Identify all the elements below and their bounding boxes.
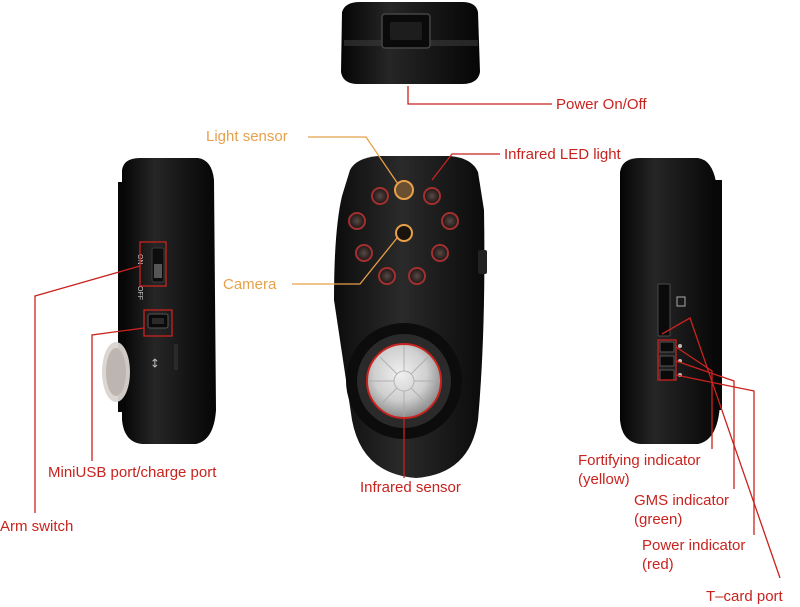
light-sensor-lens xyxy=(394,180,414,200)
gms-indicator-led xyxy=(659,355,675,367)
camera-lens xyxy=(395,224,413,242)
front-view-device xyxy=(334,156,487,478)
label-gms-indicator: GMS indicator xyxy=(634,492,730,509)
label-arm-switch: Arm switch xyxy=(0,518,74,535)
switch-off-mark: OFF xyxy=(136,286,143,300)
tcard-slot xyxy=(657,283,671,337)
label-gms-indicator-color: (green) xyxy=(634,511,683,528)
label-infrared-sensor: Infrared sensor xyxy=(360,479,461,496)
svg-text:↔: ↔ xyxy=(148,358,162,368)
label-power-indicator-color: (red) xyxy=(642,556,674,573)
fortifying-indicator-led xyxy=(659,341,675,353)
label-fortifying-indicator: Fortifying indicator xyxy=(578,452,701,469)
led-ring xyxy=(348,187,459,285)
callout-lines-red xyxy=(34,86,781,579)
svg-text:OFF: OFF xyxy=(136,286,143,300)
label-miniusb-port: MiniUSB port/charge port xyxy=(48,464,217,481)
power-indicator-led xyxy=(659,369,675,381)
label-power-on-off: Power On/Off xyxy=(556,96,647,113)
top-view-device xyxy=(341,2,480,84)
label-tcard-port: T–card port xyxy=(706,588,783,605)
label-camera: Camera xyxy=(223,276,277,293)
label-light-sensor: Light sensor xyxy=(206,128,288,145)
label-power-indicator: Power indicator xyxy=(642,537,746,554)
right-side-device xyxy=(620,158,722,444)
left-side-device: ON OFF ↔ xyxy=(102,158,216,444)
usb-symbol: ↔ xyxy=(148,358,162,368)
label-fortifying-indicator-color: (yellow) xyxy=(578,471,630,488)
label-infrared-led-light: Infrared LED light xyxy=(504,146,621,163)
callout-lines-orange xyxy=(292,136,399,285)
